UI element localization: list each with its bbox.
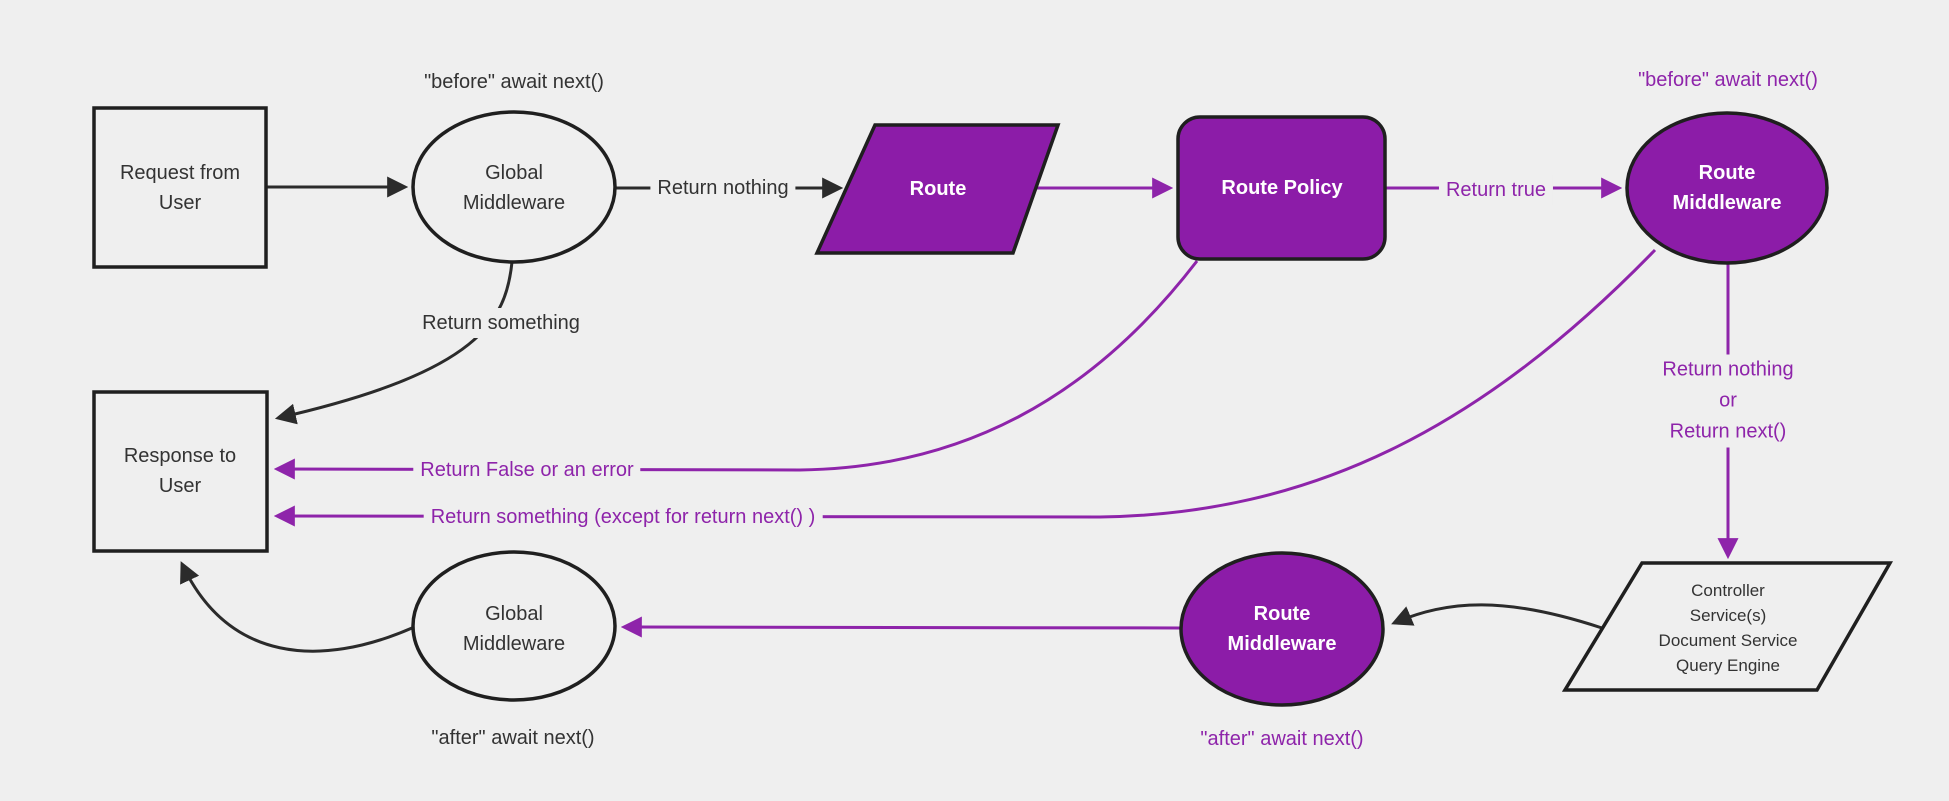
edge-route-mw-return-something-except: [273, 248, 1657, 527]
edge-route-policy-return-false: [273, 260, 1199, 480]
node-route-middleware-bottom: [1179, 551, 1385, 707]
node-request-from-user: [92, 106, 268, 269]
node-global-middleware-top: [411, 110, 617, 264]
node-global-middleware-bottom: [411, 550, 617, 702]
node-controller-services: [1561, 561, 1894, 692]
node-route: [814, 123, 1061, 255]
edge-route-mw-bottom-to-global-mw-bottom: [620, 616, 1182, 638]
node-route-middleware-top: [1625, 111, 1829, 265]
node-route-policy: [1176, 115, 1387, 261]
edge-global-mw-return-something: [274, 261, 514, 425]
edge-global-mw-bottom-to-response: [180, 561, 413, 653]
node-response-to-user: [92, 390, 269, 553]
edge-controller-to-route-mw-bottom: [1391, 603, 1603, 630]
